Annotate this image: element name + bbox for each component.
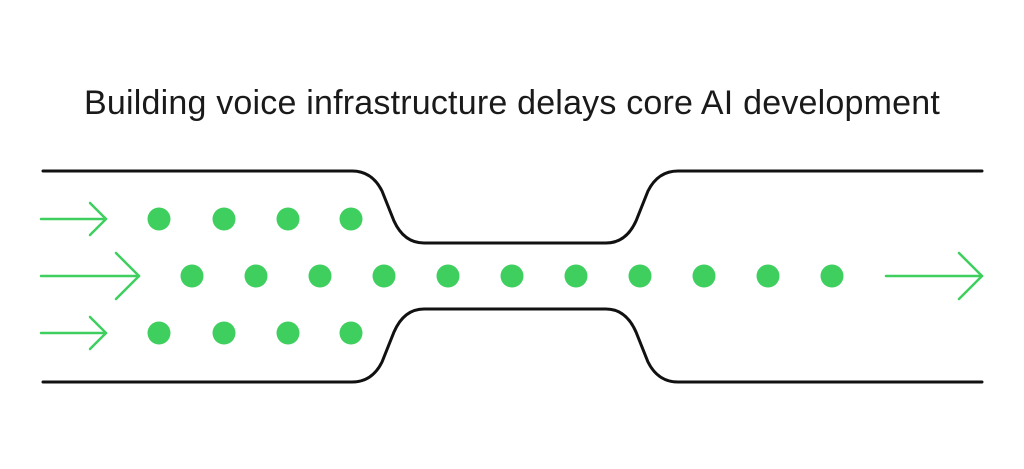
- flow-dot: [628, 264, 652, 288]
- right-arrow-icon: [39, 201, 108, 237]
- pipe-bottom-wall: [41, 307, 984, 384]
- flow-dot: [692, 264, 716, 288]
- flow-dot: [180, 264, 204, 288]
- flow-dot: [339, 207, 363, 231]
- flow-dot: [147, 207, 171, 231]
- flow-dot: [500, 264, 524, 288]
- flow-dot: [820, 264, 844, 288]
- pipe-walls: [41, 169, 984, 384]
- flow-arrows: [39, 201, 984, 351]
- flow-dot: [339, 321, 363, 345]
- right-arrow-icon: [39, 315, 108, 351]
- flow-dot: [212, 207, 236, 231]
- flow-dot: [436, 264, 460, 288]
- flow-dots: [147, 207, 844, 345]
- flow-dot: [276, 321, 300, 345]
- flow-dot: [308, 264, 332, 288]
- right-arrow-icon: [884, 251, 984, 301]
- right-arrow-icon: [39, 251, 141, 301]
- flow-dot: [564, 264, 588, 288]
- flow-dot: [372, 264, 396, 288]
- flow-dot: [276, 207, 300, 231]
- flow-dot: [147, 321, 171, 345]
- flow-dot: [212, 321, 236, 345]
- flow-dot: [244, 264, 268, 288]
- pipe-top-wall: [41, 169, 984, 245]
- flow-dot: [756, 264, 780, 288]
- diagram-title: Building voice infrastructure delays cor…: [84, 84, 940, 122]
